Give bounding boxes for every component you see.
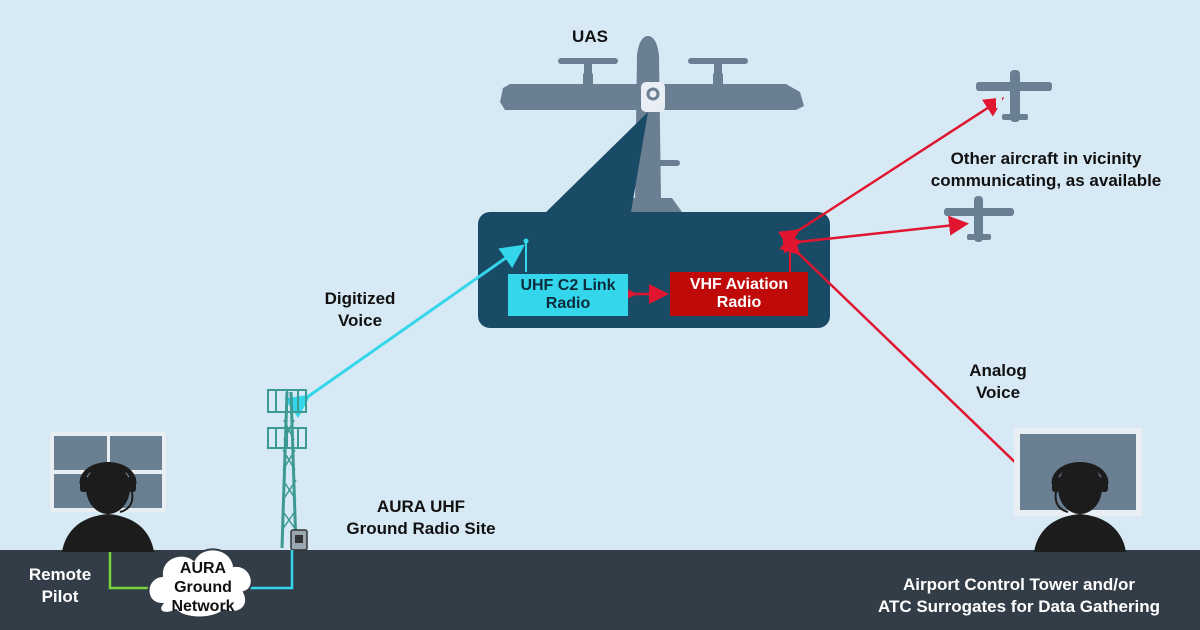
other-aircraft-label: Other aircraft in vicinity communicating…	[908, 148, 1184, 192]
payload-pod-icon	[641, 82, 665, 112]
ground-radio-site-label-line1: AURA UHF	[376, 497, 466, 516]
uas-aircraft-icon	[500, 36, 804, 212]
other-aircraft-link-2	[782, 215, 969, 254]
digitized-voice-label-line2: Voice	[337, 311, 383, 330]
radio-cabinet-panel	[295, 535, 303, 543]
analog-voice-label-line1: Analog	[969, 361, 1027, 380]
radio-tower-icon	[267, 389, 307, 549]
other-aircraft-1-icon	[976, 70, 1052, 122]
other-aircraft-label-line2: communicating, as available	[930, 171, 1162, 190]
vhf-box-line2: Radio	[716, 294, 762, 311]
cloud-icon	[147, 548, 253, 619]
digitized-voice-link	[284, 244, 525, 419]
uhf-c2-link-radio-box: UHF C2 Link Radio	[508, 274, 628, 316]
remote-pilot-label-line1: Remote	[28, 565, 92, 584]
remote-pilot-label-line2: Pilot	[41, 587, 79, 606]
pilot-network-link	[108, 552, 162, 590]
uhf-box-line2: Radio	[545, 295, 591, 312]
analog-voice-label: Analog Voice	[948, 360, 1048, 404]
other-aircraft-2-icon	[944, 196, 1014, 242]
atc-label-line2: ATC Surrogates for Data Gathering	[877, 597, 1161, 616]
ground-radio-site-label-line2: Ground Radio Site	[346, 519, 496, 538]
vhf-aviation-radio-box: VHF Aviation Radio	[670, 272, 808, 316]
digitized-voice-label: Digitized Voice	[300, 288, 420, 332]
atc-controller-icon	[1034, 462, 1126, 552]
analog-voice-label-line2: Voice	[975, 383, 1021, 402]
ground-radio-site-label: AURA UHF Ground Radio Site	[316, 496, 526, 540]
analog-voice-link	[779, 234, 1054, 500]
remote-pilot-label: Remote Pilot	[14, 564, 106, 608]
ground-network-label-line2: Ground	[174, 579, 232, 596]
other-aircraft-link-1	[777, 97, 1005, 249]
uhf-antenna-tip	[523, 238, 529, 244]
uas-label: UAS	[572, 27, 608, 46]
atc-label-line1: Airport Control Tower and/or	[902, 575, 1135, 594]
ground-network-label: AURA Ground Network	[158, 559, 248, 616]
remote-pilot-icon	[62, 462, 154, 552]
atc-label: Airport Control Tower and/or ATC Surroga…	[842, 574, 1196, 618]
callout-wedge	[540, 112, 648, 218]
vhf-box-line1: VHF Aviation	[689, 276, 789, 293]
ground-network-label-line3: Network	[171, 598, 235, 615]
other-aircraft-label-line1: Other aircraft in vicinity	[950, 149, 1142, 168]
uhf-box-line1: UHF C2 Link	[520, 277, 616, 294]
digitized-voice-label-line1: Digitized	[324, 289, 396, 308]
ground-network-label-line1: AURA	[179, 560, 227, 577]
site-network-link	[244, 550, 294, 590]
payload-lens-icon	[646, 87, 660, 101]
